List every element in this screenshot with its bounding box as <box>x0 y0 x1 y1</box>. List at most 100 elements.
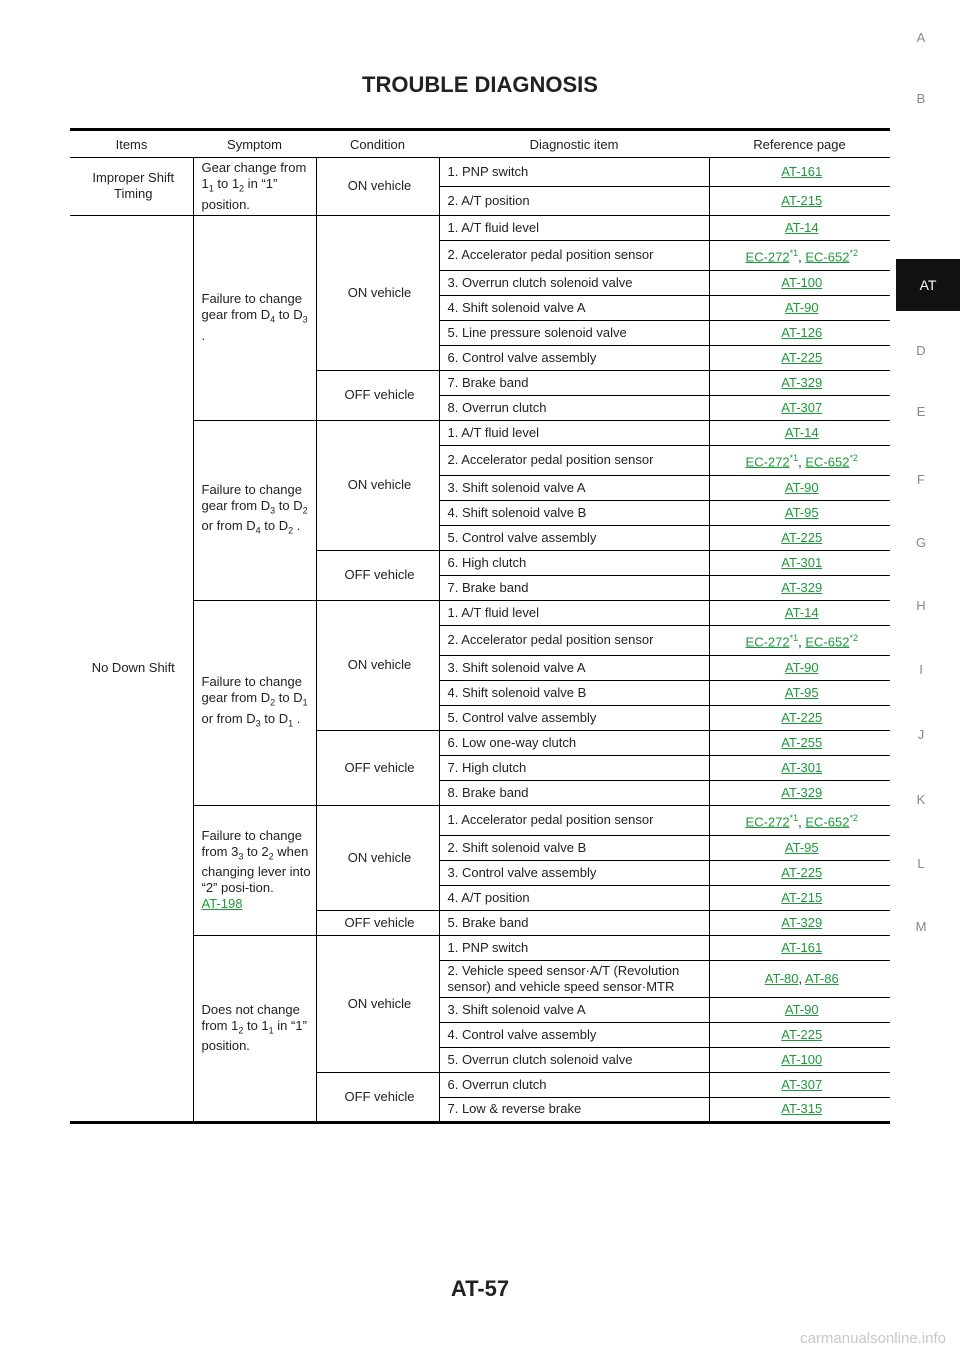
reference-cell: AT-14 <box>709 215 890 241</box>
reference-link[interactable]: AT-90 <box>784 659 819 675</box>
reference-link[interactable]: AT-90 <box>784 299 819 315</box>
diagnostic-item-text: 2. Shift solenoid valve B <box>447 839 587 855</box>
reference-cell: AT-100 <box>709 1047 890 1073</box>
diagnostic-item-cell: 1. Accelerator pedal position sensor <box>439 805 710 836</box>
condition-cell: OFF vehicle <box>316 730 440 806</box>
reference-link[interactable]: AT-225 <box>781 709 823 725</box>
reference-link[interactable]: AT-315 <box>781 1101 823 1117</box>
section-tab-h[interactable]: H <box>916 598 926 613</box>
reference-cell: AT-95 <box>709 500 890 526</box>
reference-link[interactable]: EC-652 <box>805 634 850 650</box>
condition-cell: ON vehicle <box>316 805 440 911</box>
reference-link[interactable]: AT-161 <box>781 163 823 179</box>
reference-link[interactable]: AT-225 <box>781 529 823 545</box>
reference-cell: AT-95 <box>709 835 890 861</box>
symptom-text: Failure to change gear from D <box>201 481 302 513</box>
reference-link[interactable]: AT-90 <box>784 1001 819 1017</box>
diagnostic-item-cell: 3. Shift solenoid valve A <box>439 655 710 681</box>
reference-link[interactable]: AT-14 <box>784 604 819 620</box>
section-tab-a[interactable]: A <box>916 30 926 45</box>
section-tab-e[interactable]: E <box>916 404 926 419</box>
symptom-cell: Failure to change gear from D3 to D2 or … <box>193 420 317 601</box>
reference-link[interactable]: AT-126 <box>781 324 823 340</box>
diagnostic-item-cell: 4. Shift solenoid valve A <box>439 295 710 321</box>
diagnostic-item-cell: 6. Control valve assembly <box>439 345 710 371</box>
reference-link[interactable]: AT-301 <box>781 759 823 775</box>
reference-cell: EC-272*1, EC-652*2 <box>709 240 890 271</box>
diagnostic-item-text: 1. Accelerator pedal position sensor <box>447 812 654 828</box>
reference-link[interactable]: AT-329 <box>781 374 823 390</box>
reference-link[interactable]: AT-215 <box>781 889 823 905</box>
reference-link[interactable]: AT-90 <box>784 479 819 495</box>
section-tab-j[interactable]: J <box>917 727 925 742</box>
reference-link[interactable]: AT-255 <box>781 734 823 750</box>
table-row: 3. Overrun clutch solenoid valve AT-100 <box>70 270 890 296</box>
section-tab-f[interactable]: F <box>917 472 925 487</box>
reference-cell: AT-14 <box>709 600 890 626</box>
reference-link[interactable]: AT-329 <box>781 784 823 800</box>
section-tab-g[interactable]: G <box>915 535 927 550</box>
diagnostic-item-cell: 7. Brake band <box>439 575 710 601</box>
reference-link[interactable]: EC-652 <box>805 454 850 470</box>
reference-link[interactable]: AT-95 <box>784 504 819 520</box>
reference-cell: AT-225 <box>709 705 890 731</box>
reference-link[interactable]: EC-652 <box>805 249 850 265</box>
section-tab-m[interactable]: M <box>915 919 927 934</box>
diagnostic-item-text: 3. Shift solenoid valve A <box>447 1001 586 1017</box>
reference-link[interactable]: EC-272 <box>745 454 790 470</box>
section-tab-at[interactable]: AT <box>896 259 960 311</box>
condition-label: OFF vehicle <box>344 387 415 403</box>
diagnostic-item-cell: 3. Shift solenoid valve A <box>439 475 710 501</box>
reference-link[interactable]: EC-652 <box>805 814 850 830</box>
reference-link[interactable]: AT-80 <box>764 970 799 986</box>
reference-link[interactable]: AT-198 <box>201 896 243 912</box>
condition-cell: OFF vehicle <box>316 910 440 936</box>
reference-link[interactable]: AT-14 <box>784 424 819 440</box>
reference-link[interactable]: AT-100 <box>781 274 823 290</box>
symptom-subscript: 2 <box>288 525 294 536</box>
reference-link[interactable]: AT-307 <box>781 399 823 415</box>
diagnostic-item-text: 7. High clutch <box>447 759 527 775</box>
reference-cell: AT-80, AT-86 <box>709 960 890 998</box>
reference-link[interactable]: AT-100 <box>781 1051 823 1067</box>
diagnostic-item-text: 1. A/T fluid level <box>447 424 540 440</box>
symptom-text: or from D <box>201 710 256 726</box>
item-label: Improper Shift Timing <box>92 170 175 202</box>
reference-link[interactable]: AT-225 <box>781 1026 823 1042</box>
table-row: 7. Low & reverse brake AT-315 <box>70 1097 890 1123</box>
reference-link[interactable]: AT-95 <box>784 684 819 700</box>
diagnostic-item-cell: 2. Shift solenoid valve B <box>439 835 710 861</box>
item-label: No Down Shift <box>91 660 175 676</box>
reference-link[interactable]: AT-307 <box>781 1076 823 1092</box>
section-tab-d[interactable]: D <box>916 343 926 358</box>
reference-link[interactable]: AT-215 <box>781 192 823 208</box>
reference-link[interactable]: AT-161 <box>781 939 823 955</box>
diagnostic-item-cell: 3. Shift solenoid valve A <box>439 997 710 1023</box>
diagnostic-item-cell: 3. Overrun clutch solenoid valve <box>439 270 710 296</box>
diagnostic-item-text: 6. Overrun clutch <box>447 1076 547 1092</box>
reference-link[interactable]: AT-86 <box>805 970 839 986</box>
condition-cell: ON vehicle <box>316 935 440 1073</box>
symptom-text: . <box>293 518 301 534</box>
section-tab-k[interactable]: K <box>916 792 926 807</box>
reference-link[interactable]: AT-14 <box>784 219 819 235</box>
reference-link[interactable]: AT-225 <box>781 349 823 365</box>
section-tab-l[interactable]: L <box>917 856 925 871</box>
footnote-mark: *1 <box>789 632 799 643</box>
reference-link[interactable]: EC-272 <box>745 249 790 265</box>
condition-cell: OFF vehicle <box>316 370 440 421</box>
reference-link[interactable]: AT-329 <box>781 914 823 930</box>
section-tab-b[interactable]: B <box>916 91 926 106</box>
reference-link[interactable]: AT-329 <box>781 579 823 595</box>
item-cell: No Down Shift <box>70 215 194 1123</box>
reference-link[interactable]: EC-272 <box>745 814 790 830</box>
diagnostic-item-cell: 7. Low & reverse brake <box>439 1097 710 1123</box>
condition-label: OFF vehicle <box>344 1088 415 1104</box>
section-tab-i[interactable]: I <box>919 662 923 677</box>
reference-link[interactable]: EC-272 <box>745 634 790 650</box>
reference-link[interactable]: AT-225 <box>781 864 823 880</box>
reference-link[interactable]: AT-301 <box>781 554 823 570</box>
reference-link[interactable]: AT-95 <box>784 839 819 855</box>
